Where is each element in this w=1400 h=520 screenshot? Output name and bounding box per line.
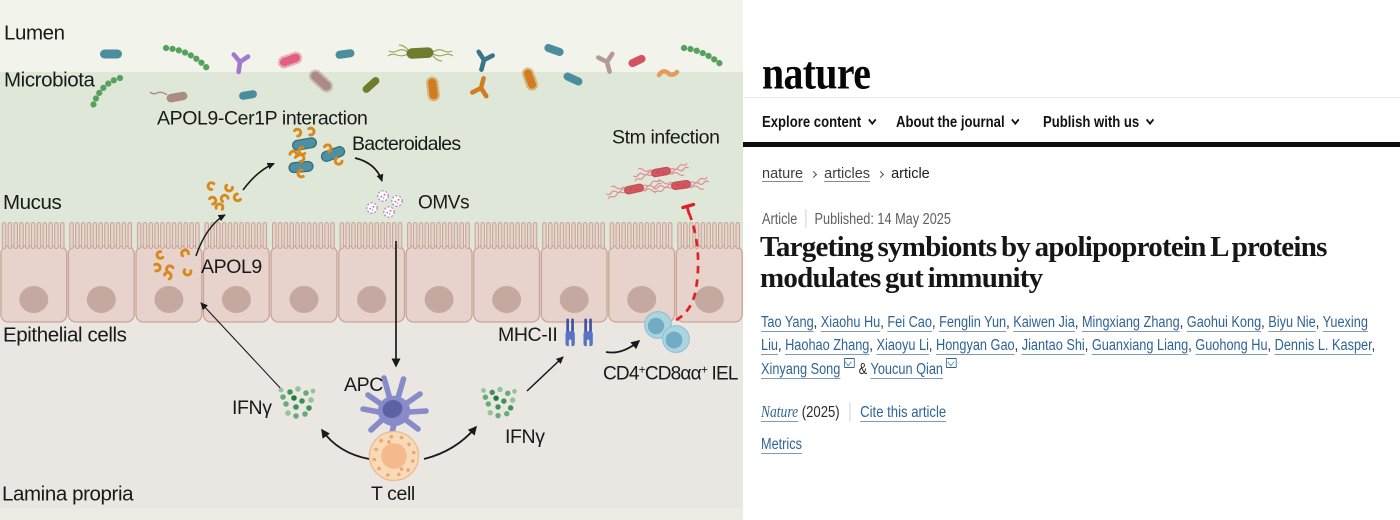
svg-text:APOL9-Cer1P interaction: APOL9-Cer1P interaction [157,108,367,130]
svg-text:Lumen: Lumen [4,22,65,45]
svg-text:IFNγ: IFNγ [505,426,545,448]
svg-text:Lamina propria: Lamina propria [2,483,134,506]
svg-text:OMVs: OMVs [418,193,469,214]
svg-text:APOL9: APOL9 [201,256,262,278]
svg-text:Stm infection: Stm infection [612,127,720,149]
svg-text:Microbiota: Microbiota [4,69,96,92]
svg-text:T cell: T cell [371,483,415,505]
svg-text:Bacteroidales: Bacteroidales [352,133,461,155]
svg-text:Mucus: Mucus [3,191,62,214]
svg-text:Epithelial cells: Epithelial cells [3,324,127,347]
svg-text:CD4+CD8αα+ IEL: CD4+CD8αα+ IEL [603,363,738,385]
svg-text:APC: APC [344,374,383,396]
svg-text:MHC-II: MHC-II [498,324,557,346]
svg-text:IFNγ: IFNγ [232,397,272,419]
